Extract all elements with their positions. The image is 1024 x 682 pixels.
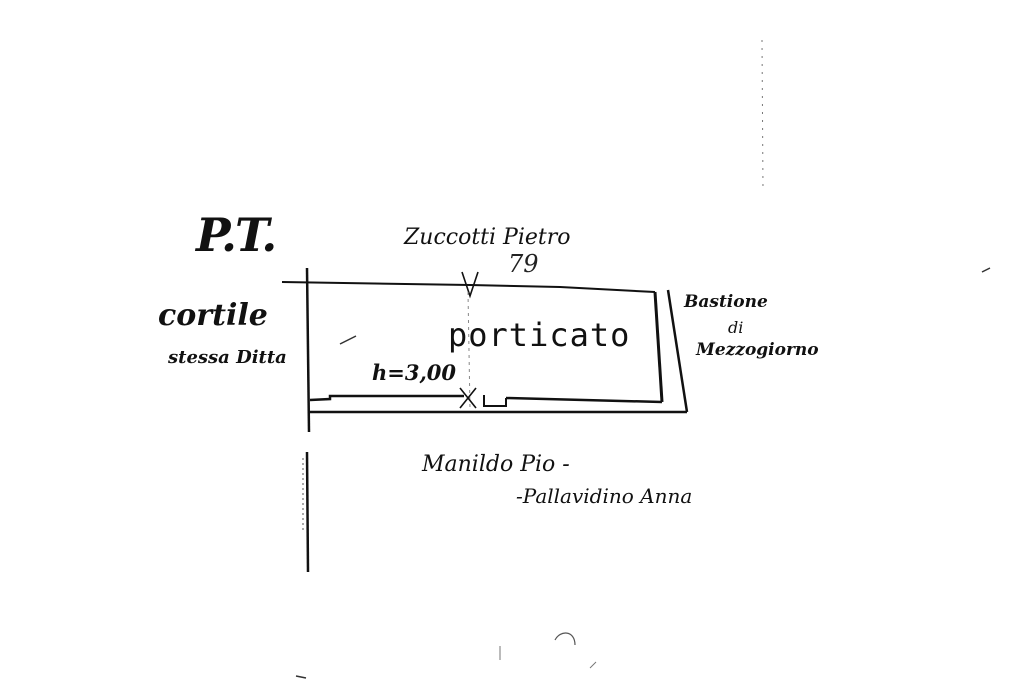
center-mark-bottom bbox=[459, 387, 477, 409]
north-wall-line bbox=[281, 281, 656, 293]
stray-mark-2 bbox=[761, 39, 764, 191]
stray-mark-3 bbox=[554, 632, 576, 646]
floor-label: P.T. bbox=[196, 208, 277, 262]
stray-mark-4 bbox=[295, 675, 307, 679]
west-area-label: cortile bbox=[158, 298, 268, 333]
stray-mark-7 bbox=[589, 661, 597, 669]
south-wall-inner bbox=[309, 394, 464, 402]
room-height-label: h=3,00 bbox=[372, 360, 457, 385]
west-boundary-lower-line bbox=[305, 451, 310, 573]
north-mark-label: 79 bbox=[508, 250, 539, 278]
south-opening bbox=[483, 395, 507, 407]
center-divider bbox=[467, 291, 471, 411]
west-owner-label: stessa Ditta bbox=[168, 347, 287, 368]
east-label-line-1: Bastione bbox=[684, 292, 768, 312]
stray-mark-1 bbox=[339, 335, 357, 345]
stray-mark-5 bbox=[981, 267, 991, 273]
north-neighbor-label: Zuccotti Pietro bbox=[404, 225, 571, 250]
east-label-line-2: di bbox=[728, 318, 744, 337]
south-label-line-1: Manildo Pio - bbox=[422, 452, 570, 477]
room-name-label: porticato bbox=[448, 316, 631, 354]
center-mark-top bbox=[461, 271, 479, 299]
south-wall-inner-2 bbox=[505, 396, 663, 404]
east-wall-outer bbox=[666, 289, 689, 413]
east-wall-inner bbox=[653, 291, 664, 403]
south-label-line-2: -Pallavidino Anna bbox=[516, 484, 693, 508]
west-boundary-line bbox=[305, 267, 311, 433]
east-label-line-3: Mezzogiorno bbox=[696, 340, 819, 360]
